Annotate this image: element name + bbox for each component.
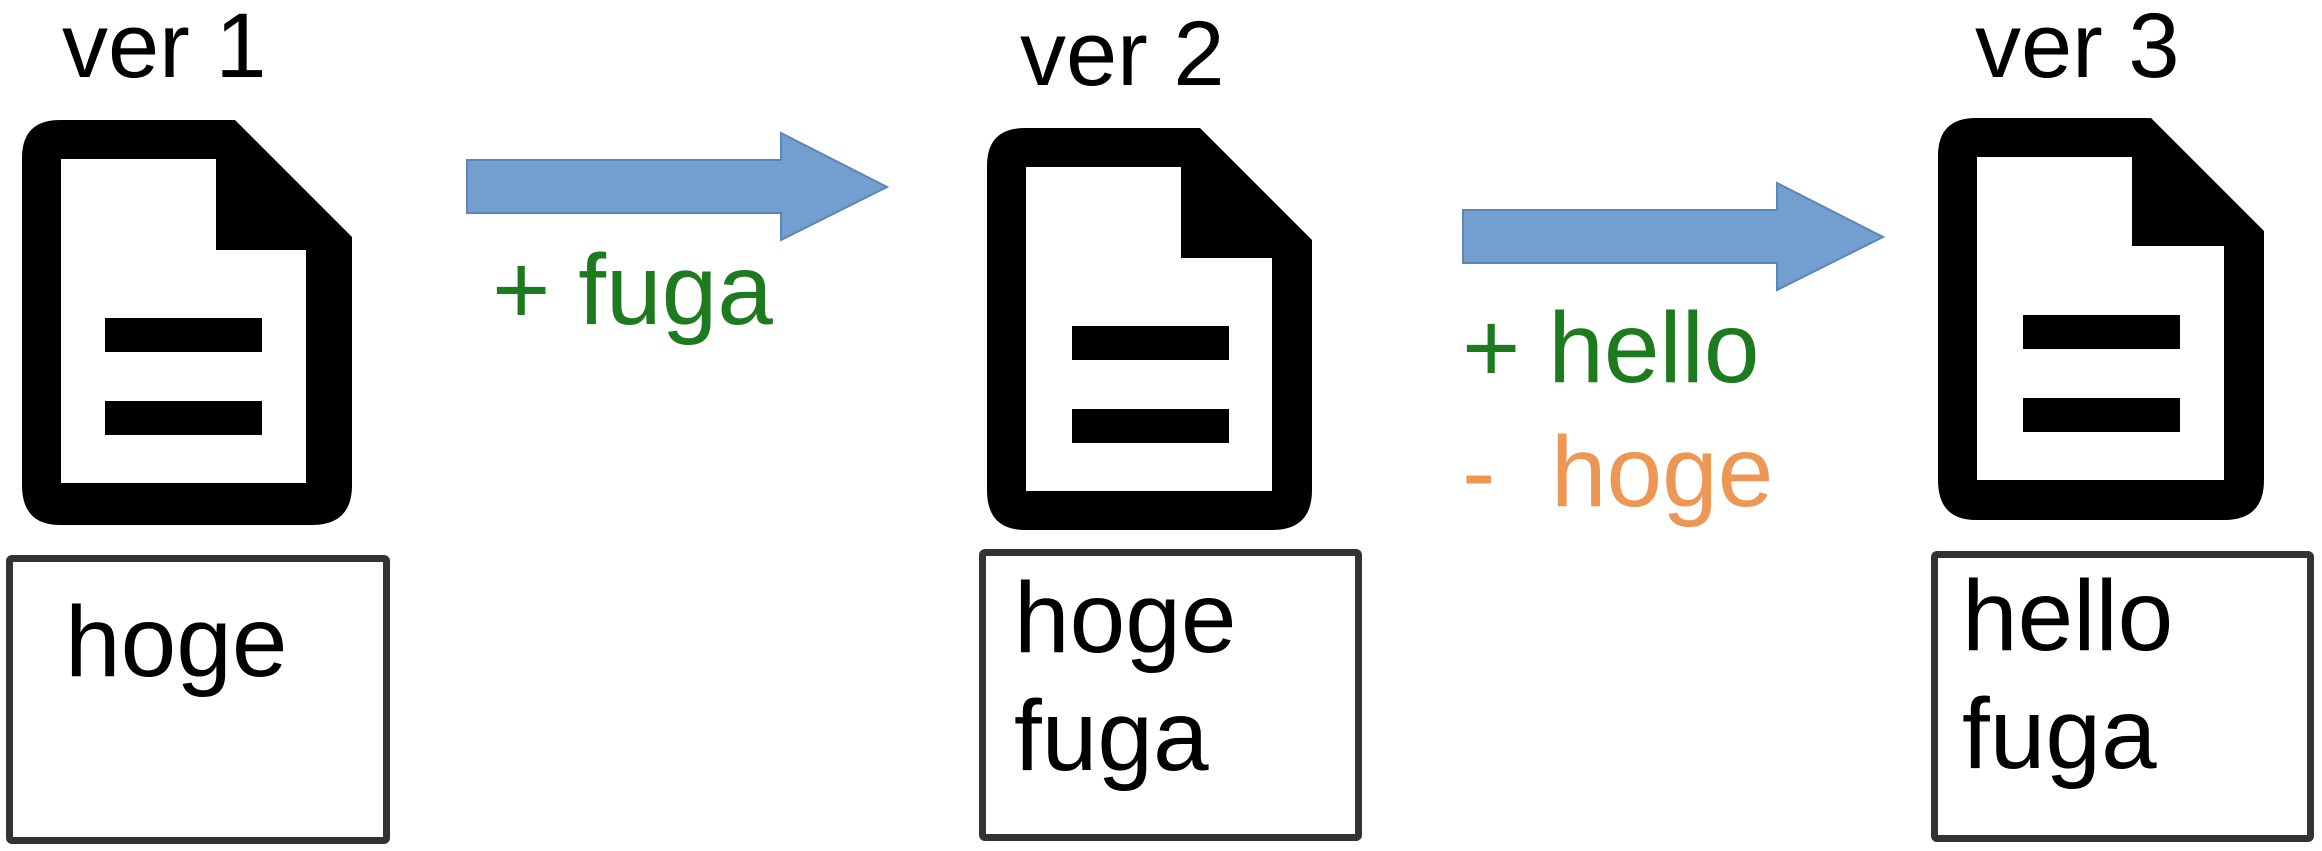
version-3-label: ver 3: [1975, 0, 2180, 97]
content-line: fuga: [1962, 678, 2157, 790]
version-1-content-box: hoge: [6, 555, 390, 844]
diff-removed-line: - hoge: [1462, 422, 1773, 522]
version-3-content-box: hello fuga: [1931, 551, 2314, 842]
content-line: hoge: [65, 586, 288, 698]
version-2-content-box: hoge fuga: [979, 549, 1362, 841]
diff-text: fuga: [578, 234, 773, 346]
document-icon: [1938, 118, 2264, 520]
diff-sign: +: [492, 234, 551, 346]
content-line: fuga: [1014, 680, 1209, 792]
content-line: hoge: [1014, 562, 1237, 674]
diff-added-line: + hello: [1462, 298, 1759, 398]
right-arrow-icon: [466, 131, 890, 242]
diff-text: hoge: [1550, 416, 1774, 528]
version-2-label: ver 2: [1020, 3, 1225, 105]
version-1-label: ver 1: [62, 0, 267, 97]
content-line: hello: [1962, 560, 2174, 672]
right-arrow-icon: [1462, 181, 1886, 292]
diff-sign: -: [1462, 416, 1496, 528]
document-icon: [987, 128, 1312, 530]
diff-sign: +: [1462, 292, 1521, 404]
document-icon: [22, 120, 352, 525]
diff-text: hello: [1548, 292, 1760, 404]
diff-added-line: + fuga: [492, 240, 773, 340]
